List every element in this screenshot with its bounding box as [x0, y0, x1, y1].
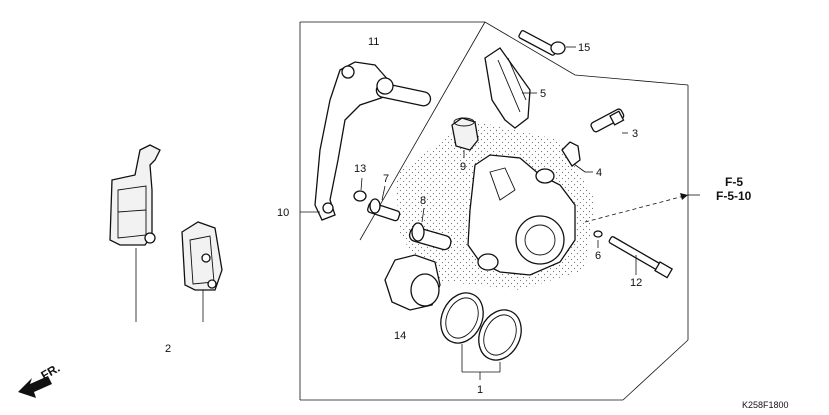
label-part-10: 10	[277, 207, 289, 219]
label-part-5: 5	[540, 88, 546, 100]
assembly-frame	[299, 21, 689, 401]
label-part-9: 9	[460, 161, 466, 173]
label-part-15: 15	[578, 42, 590, 54]
boot-9	[451, 117, 479, 151]
label-part-3: 3	[632, 128, 638, 140]
brake-pad-outer	[109, 144, 161, 246]
seal-1a	[440, 292, 484, 344]
reference-leader	[584, 194, 689, 223]
piston-14	[384, 254, 441, 311]
label-part-7: 7	[383, 173, 389, 185]
slide-pin-8	[408, 222, 452, 251]
diagram-code: K258F1800	[742, 400, 789, 410]
reference-f5: F-5	[725, 175, 743, 189]
caliper-bracket	[314, 61, 432, 221]
bolt-15	[518, 30, 566, 56]
reference-f5-10: F-5-10	[716, 189, 752, 203]
brake-pad-inner	[181, 221, 223, 291]
label-part-13: 13	[354, 163, 366, 175]
cap-4	[561, 141, 586, 173]
washer-6	[593, 230, 603, 238]
label-part-12: 12	[630, 277, 642, 289]
bleed-valve-3	[590, 108, 625, 133]
label-part-2: 2	[165, 343, 171, 355]
label-part-6: 6	[595, 250, 601, 262]
label-part-1: 1	[477, 384, 483, 396]
label-part-11: 11	[368, 36, 379, 48]
caliper-body	[467, 154, 576, 276]
seal-1b	[478, 309, 522, 361]
label-part-14: 14	[394, 330, 406, 342]
washer-13	[353, 190, 367, 202]
front-direction-arrow-icon	[18, 376, 52, 398]
pad-pin-12	[608, 236, 674, 279]
label-part-8: 8	[420, 195, 426, 207]
pad-spring-5	[484, 47, 531, 129]
pin-bolt-7	[367, 198, 401, 222]
label-part-4: 4	[596, 167, 602, 179]
